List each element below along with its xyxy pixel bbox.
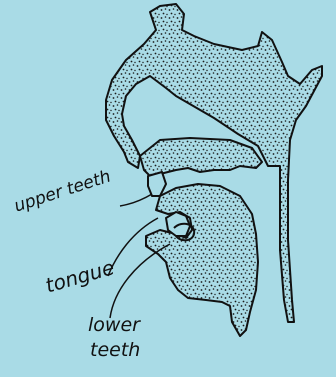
label-lower-teeth-line2: teeth: [90, 341, 140, 360]
palate-tissue: [140, 138, 262, 176]
upper-teeth-leader-line: [120, 194, 152, 206]
upper-teeth: [148, 172, 166, 196]
tongue-tissue: [146, 184, 258, 336]
label-lower-teeth-line1: lower: [88, 316, 140, 335]
